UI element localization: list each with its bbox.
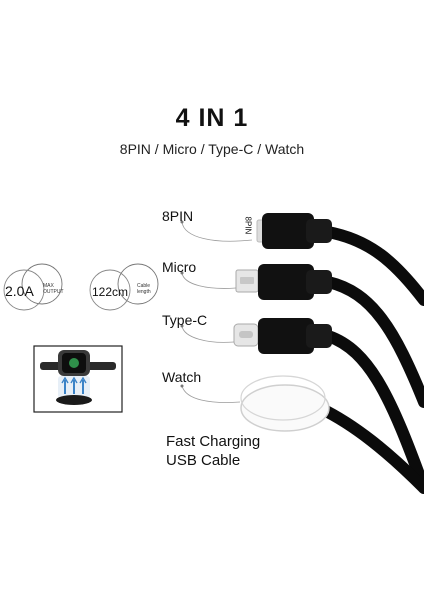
length-caption-line2: length [137,289,151,295]
current-value: 2.0A [5,283,34,299]
tagline-line1: Fast Charging [166,433,261,450]
page-title: 4 IN 1 [175,104,249,132]
label-watch: Watch [162,369,202,385]
current-caption-line1: MAX [43,283,54,289]
tagline: Fast Charging USB Cable [166,432,260,470]
current-caption: MAX OUTPUT [43,283,64,295]
cable-8pin [322,226,424,306]
tagline-line2: USB Cable [166,452,241,469]
watch-inset-image [33,345,123,413]
length-badge [89,263,159,311]
leader-typec [181,325,235,343]
watch-charger-puck [240,375,330,432]
label-typec: Type-C [162,312,208,328]
label-micro: Micro [162,259,197,275]
leader-8pin [181,221,253,242]
length-caption-line1: Cable [137,283,151,289]
current-caption-line2: OUTPUT [43,289,64,295]
length-value: 122cm [92,285,129,299]
connector-8pin [256,213,332,249]
length-caption: Cable length [137,283,151,295]
leader-watch [181,385,241,403]
connector-micro [235,264,332,300]
page-subtitle: 8PIN / Micro / Type-C / Watch [119,141,305,157]
cable-micro [322,276,424,408]
cable-typec [322,330,424,494]
connector-8pin-text: 8PIN [243,216,253,235]
leader-micro [181,272,237,289]
current-badge [3,263,63,311]
cable-watch [314,402,424,494]
connector-typec [233,318,332,354]
label-8pin: 8PIN [162,208,194,224]
